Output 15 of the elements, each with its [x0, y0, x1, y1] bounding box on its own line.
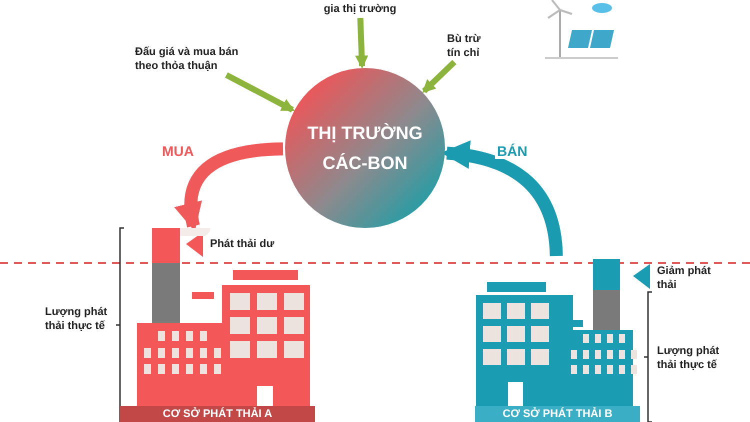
facility-label: CƠ SỞ PHÁT THẢI B: [475, 406, 640, 422]
annotation-text: Lượng phát thải thực tế: [45, 305, 108, 333]
annotation-text: Đấu giá và mua bán theo thỏa thuận: [135, 45, 257, 73]
annotation-text: Phát thải dư: [210, 237, 276, 251]
arrow: [224, 72, 295, 112]
annotation-text: gia thị trường: [305, 2, 415, 16]
annotation-text: Bù trừ tín chỉ: [447, 32, 495, 60]
arrow: [355, 18, 368, 69]
annotation-text: Giảm phát thải: [657, 264, 712, 292]
edge-label: MUA: [160, 143, 196, 159]
annotation-text: Lượng phát thải thực tế: [657, 344, 720, 372]
facility-label: CƠ SỞ PHÁT THẢI A: [120, 406, 315, 422]
market-title: THỊ TRƯỜNG CÁC-BON: [306, 122, 424, 175]
edge-label: BÁN: [495, 143, 530, 159]
arrow: [422, 60, 456, 94]
